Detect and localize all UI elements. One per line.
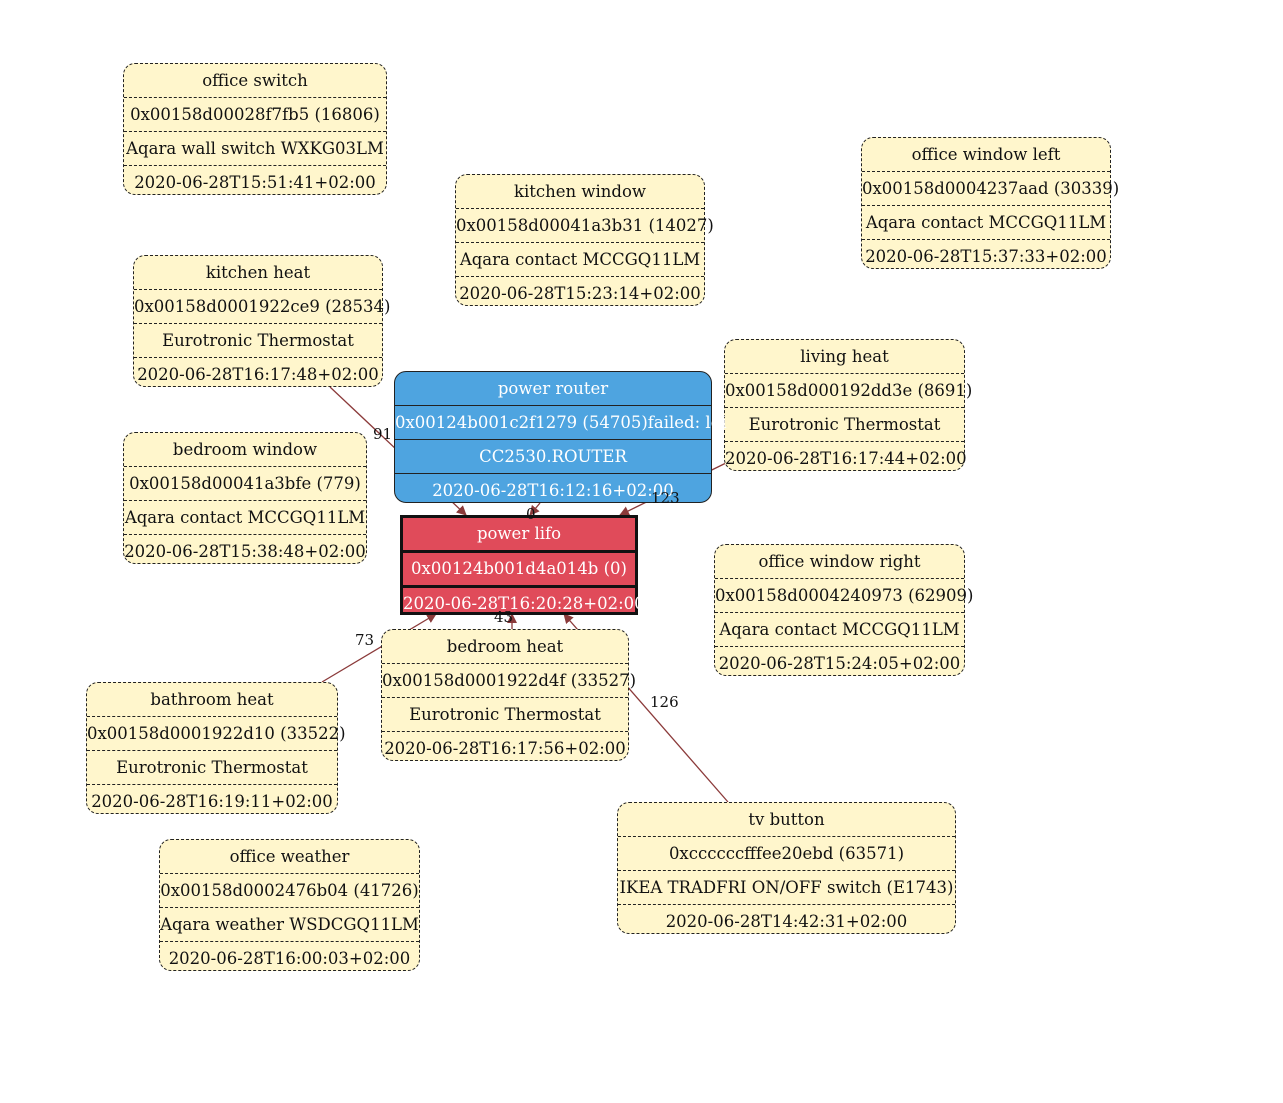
node-model: Eurotronic Thermostat <box>725 407 964 441</box>
node-office-window-right[interactable]: office window right 0x00158d0004240973 (… <box>714 544 973 676</box>
node-address: 0x00158d00028f7fb5 (16806) <box>124 97 386 131</box>
node-name: office window left <box>911 145 1061 164</box>
node-name: power router <box>497 379 609 398</box>
node-address: 0x00158d0004237aad (30339) <box>862 171 1119 205</box>
node-kitchen-window[interactable]: kitchen window 0x00158d00041a3b31 (14027… <box>455 174 714 306</box>
edge-bathroom-heat-to-power-lifo <box>321 613 437 683</box>
node-office-weather[interactable]: office weather 0x00158d0002476b04 (41726… <box>159 839 420 971</box>
node-last-seen: 2020-06-28T16:17:56+02:00 <box>382 731 628 765</box>
node-last-seen: 2020-06-28T16:19:11+02:00 <box>87 784 337 818</box>
node-name: kitchen heat <box>205 263 311 282</box>
node-bedroom-window[interactable]: bedroom window 0x00158d00041a3bfe (779) … <box>123 432 367 564</box>
node-last-seen: 2020-06-28T15:38:48+02:00 <box>124 534 366 568</box>
node-model: Aqara weather WSDCGQ11LM <box>160 907 419 941</box>
node-last-seen: 2020-06-28T15:51:41+02:00 <box>124 165 386 199</box>
node-last-seen: 2020-06-28T16:20:28+02:00 <box>403 585 645 620</box>
node-living-heat[interactable]: living heat 0x00158d000192dd3e (8691) Eu… <box>724 339 972 471</box>
node-name: bedroom window <box>172 440 318 459</box>
node-office-window-left[interactable]: office window left 0x00158d0004237aad (3… <box>861 137 1119 269</box>
node-last-seen: 2020-06-28T15:24:05+02:00 <box>715 646 964 680</box>
node-model: Eurotronic Thermostat <box>87 750 337 784</box>
node-last-seen: 2020-06-28T15:37:33+02:00 <box>862 239 1110 273</box>
node-address: 0x00158d0001922d4f (33527) <box>382 663 636 697</box>
node-name: office window right <box>758 552 921 571</box>
node-address: 0x00124b001d4a014b (0) <box>403 550 635 585</box>
node-model: Aqara contact MCCGQ11LM <box>862 205 1110 239</box>
node-name: tv button <box>748 810 825 829</box>
node-name: power lifo <box>476 524 562 543</box>
node-last-seen: 2020-06-28T16:12:16+02:00 <box>395 473 711 507</box>
edge-label-tv-button: 126 <box>650 693 679 711</box>
node-last-seen: 2020-06-28T15:23:14+02:00 <box>456 276 704 310</box>
node-name: bedroom heat <box>446 637 564 656</box>
node-address: 0x00158d00041a3bfe (779) <box>124 466 366 500</box>
node-name: bathroom heat <box>150 690 274 709</box>
edge-label-bathroom-heat: 73 <box>355 631 375 649</box>
node-address: 0xccccccfffee20ebd (63571) <box>618 836 955 870</box>
node-address: 0x00158d000192dd3e (8691) <box>725 373 972 407</box>
node-office-switch[interactable]: office switch 0x00158d00028f7fb5 (16806)… <box>123 63 387 195</box>
edge-label-power-router: 0 <box>526 505 536 523</box>
node-name: office switch <box>202 71 308 90</box>
node-power-router[interactable]: power router 0x00124b001c2f1279 (54705)f… <box>394 371 727 503</box>
node-address: 0x00158d0004240973 (62909) <box>715 578 973 612</box>
node-name: office weather <box>229 847 350 866</box>
node-name: kitchen window <box>513 182 647 201</box>
node-model: Aqara contact MCCGQ11LM <box>124 500 366 534</box>
edge-label-kitchen-heat: 91 <box>373 425 393 443</box>
edge-label-living-heat: 123 <box>651 489 680 507</box>
node-model: Eurotronic Thermostat <box>382 697 628 731</box>
node-last-seen: 2020-06-28T14:42:31+02:00 <box>618 904 955 938</box>
node-last-seen: 2020-06-28T16:00:03+02:00 <box>160 941 419 975</box>
node-tv-button[interactable]: tv button 0xccccccfffee20ebd (63571) IKE… <box>617 802 956 934</box>
node-model: IKEA TRADFRI ON/OFF switch (E1743) <box>618 870 955 904</box>
node-power-lifo[interactable]: power lifo 0x00124b001d4a014b (0) 2020-0… <box>400 515 645 615</box>
node-bathroom-heat[interactable]: bathroom heat 0x00158d0001922d10 (33522)… <box>86 682 346 814</box>
node-bedroom-heat[interactable]: bedroom heat 0x00158d0001922d4f (33527) … <box>381 629 636 761</box>
node-model: Aqara contact MCCGQ11LM <box>715 612 964 646</box>
node-model: Aqara contact MCCGQ11LM <box>456 242 704 276</box>
edge-power-router-to-power-lifo <box>529 502 541 516</box>
node-address: 0x00158d0001922d10 (33522) <box>87 716 346 750</box>
node-last-seen: 2020-06-28T16:17:44+02:00 <box>725 441 967 475</box>
node-address: 0x00158d0002476b04 (41726) <box>160 873 419 907</box>
node-name: living heat <box>800 347 889 366</box>
node-kitchen-heat[interactable]: kitchen heat 0x00158d0001922ce9 (28534) … <box>133 255 390 387</box>
node-address: 0x00158d00041a3b31 (14027) <box>456 208 714 242</box>
node-address: 0x00158d0001922ce9 (28534) <box>134 289 390 323</box>
node-address: 0x00124b001c2f1279 (54705)failed: lqi <box>395 405 727 439</box>
node-model: Aqara wall switch WXKG03LM <box>124 131 386 165</box>
edge-label-bedroom-heat: 43 <box>494 608 514 626</box>
node-model: CC2530.ROUTER <box>395 439 711 473</box>
node-model: Eurotronic Thermostat <box>134 323 382 357</box>
node-last-seen: 2020-06-28T16:17:48+02:00 <box>134 357 382 391</box>
